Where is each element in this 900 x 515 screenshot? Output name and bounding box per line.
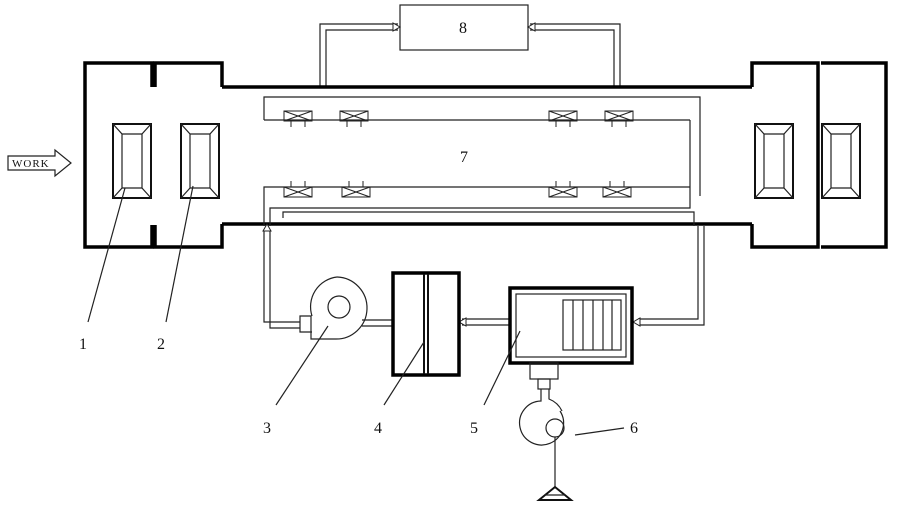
ducts-bottom [262,222,705,329]
fan-6 [518,389,574,501]
unit-8 [319,4,621,87]
booth-body [222,85,752,226]
nozzle-icon [548,181,578,198]
label-5: 5 [470,420,478,437]
nozzle-icon [602,181,632,198]
number-labels: 8 7 1 2 3 4 5 6 [79,20,638,437]
fan-3 [299,276,368,340]
label-3: 3 [263,420,271,437]
label-1: 1 [79,336,87,353]
filter-4 [391,271,461,377]
nozzles-lower [283,181,632,198]
leader-lines [87,185,625,436]
nozzle-icon [283,110,313,127]
nozzle-icon [341,181,371,198]
nozzle-icon [604,110,634,127]
nozzle-icon [283,181,313,198]
unit-5 [508,286,634,390]
label-6: 6 [630,420,638,437]
left-chambers [83,61,224,249]
work-label: WORK [12,158,50,170]
label-2: 2 [157,336,165,353]
nozzles-upper [283,110,634,127]
label-7: 7 [460,149,468,166]
label-8: 8 [459,20,467,37]
right-chambers [750,61,888,249]
nozzle-icon [548,110,578,127]
work-arrow: WORK [7,148,72,178]
label-4: 4 [374,420,382,437]
nozzle-icon [339,110,369,127]
